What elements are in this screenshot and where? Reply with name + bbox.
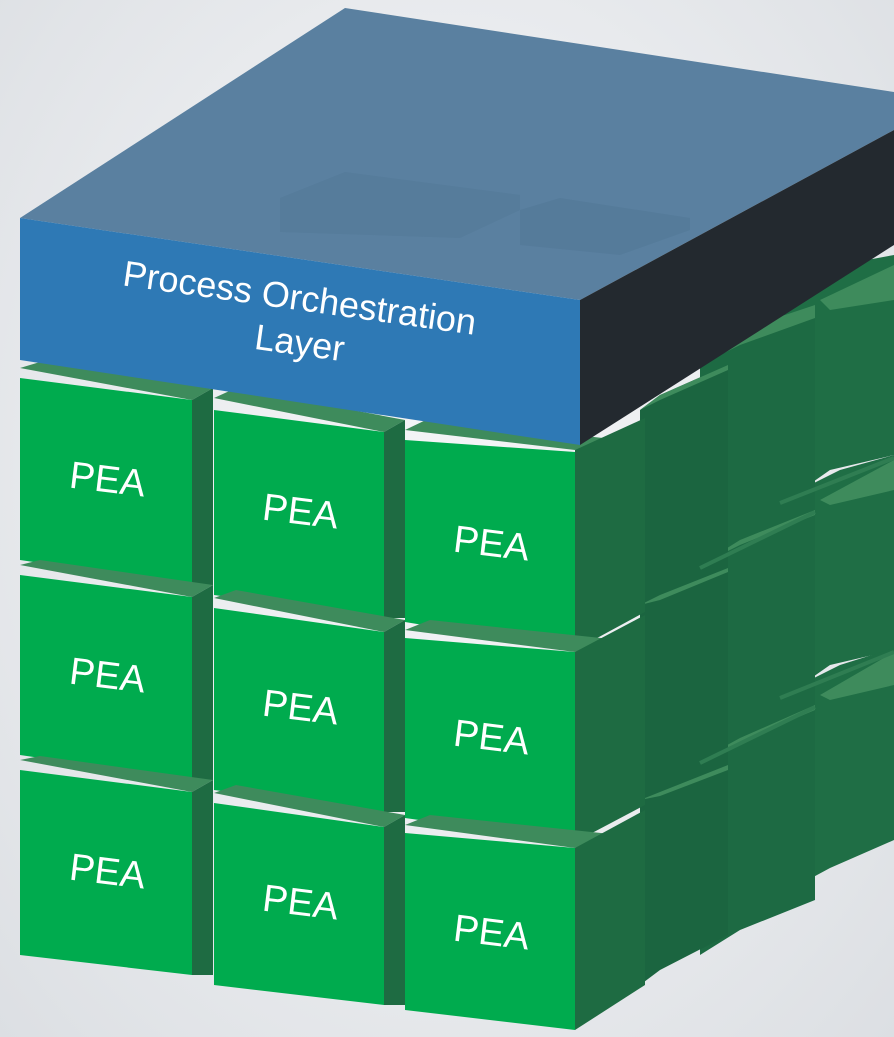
layer-top-relief [280,172,520,238]
back-module [640,568,728,805]
pea-label: PEA [451,908,532,959]
pea-label: PEA [260,487,341,538]
pea-label: PEA [67,651,148,702]
layer-front-face [20,218,580,445]
back-module-columns [640,255,894,985]
pea-label: PEA [67,847,148,898]
pea-module-r1-c2: PEA [214,388,405,618]
pea-module-r2-c3: PEA [405,615,645,842]
back-module [640,765,728,985]
pea-module-r2-c2: PEA [214,590,405,812]
pea-label: PEA [451,713,532,764]
back-module [700,705,815,955]
layer-top-relief [520,198,690,255]
pea-module-r2-c1: PEA [20,560,213,780]
process-orchestration-layer: Process Orchestration Layer [20,8,894,445]
pea-label: PEA [67,455,148,506]
back-module [640,365,728,612]
pea-module-r1-c3: PEA [405,418,645,650]
back-module [700,510,815,765]
pea-label: PEA [260,683,341,734]
pea-grid: PEA PEA PEA PEA PEA [20,362,645,1030]
pea-module-r1-c1: PEA [20,362,213,585]
pea-module-r3-c2: PEA [214,785,405,1005]
pea-module-r3-c1: PEA [20,756,213,975]
layer-side-face [580,130,894,445]
pea-label: PEA [260,878,341,929]
pea-module-r3-c3: PEA [405,810,645,1030]
pea-label: PEA [451,519,532,570]
